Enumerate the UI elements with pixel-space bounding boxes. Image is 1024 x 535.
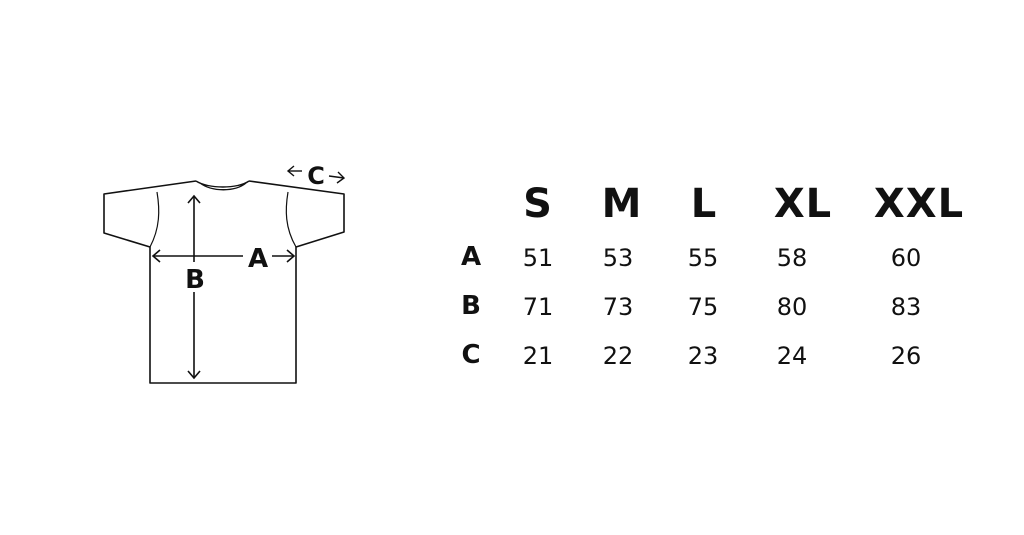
sleeve-seam-left — [149, 191, 160, 248]
sleeve-seam-right — [285, 191, 297, 248]
tshirt-outline — [103, 180, 345, 384]
measure-b-arrow — [187, 194, 201, 380]
label-c: C — [307, 162, 325, 190]
measure-a-arrow — [151, 249, 296, 263]
label-a: A — [248, 244, 268, 274]
tshirt-collar — [195, 180, 250, 191]
label-b: B — [185, 265, 205, 295]
measure-c-arrow — [286, 165, 346, 184]
